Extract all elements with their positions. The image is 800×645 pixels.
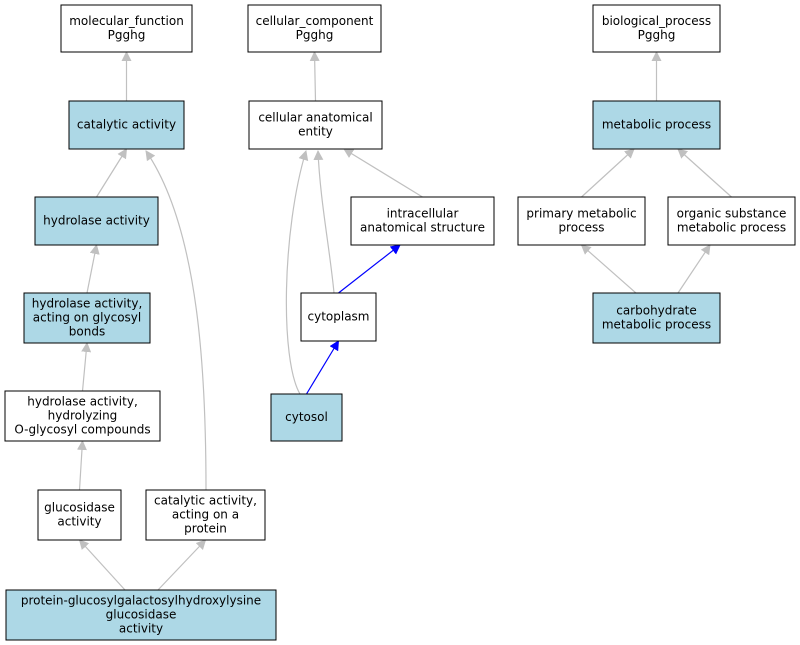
- node-hoc: hydrolase activity,hydrolyzingO-glycosyl…: [4, 390, 161, 442]
- node-label: molecular_function: [69, 14, 184, 28]
- node-box: [37, 489, 122, 541]
- node-label: glucosidase: [106, 608, 177, 622]
- node-box: [145, 489, 266, 541]
- edge-pgg-to-glu: [78, 539, 126, 591]
- node-box: [60, 4, 193, 53]
- node-box: [592, 100, 721, 150]
- node-box: [248, 100, 383, 150]
- node-label: metabolic process: [602, 118, 711, 132]
- node-box: [68, 100, 185, 150]
- node-label: entity: [298, 125, 333, 139]
- edge-hoc-to-hgb: [81, 342, 92, 392]
- node-label: glucosidase: [44, 501, 115, 515]
- node-label: organic substance: [677, 207, 787, 221]
- node-hgb: hydrolase activity,acting on glycosylbon…: [23, 292, 151, 344]
- node-cat: catalytic activity: [68, 100, 185, 150]
- node-label: biological_process: [602, 14, 711, 28]
- node-label: intracellular: [387, 207, 459, 221]
- edge-hgb-to-hyd: [86, 244, 100, 294]
- node-label: acting on glycosyl: [33, 311, 141, 325]
- nodes-layer: molecular_functionPgghgcellular_componen…: [4, 4, 796, 641]
- node-label: activity: [119, 622, 163, 636]
- node-box: [270, 393, 343, 442]
- node-box: [23, 292, 151, 344]
- edges-layer: [76, 51, 732, 591]
- node-box: [592, 4, 721, 53]
- edge-osm-to-met: [677, 148, 732, 198]
- node-box: [4, 390, 161, 442]
- node-label: protein: [184, 522, 227, 536]
- node-label: hydrolase activity: [43, 214, 150, 228]
- node-label: bonds: [69, 325, 105, 339]
- edge-hyd-to-cat: [95, 148, 128, 198]
- node-label: cytosol: [285, 410, 328, 424]
- node-label: acting on a: [172, 508, 239, 522]
- edge-ias-to-cae: [343, 148, 423, 198]
- edge-cyt-to-cae: [313, 150, 335, 294]
- node-label: Pgghg: [638, 28, 676, 42]
- node-label: cellular anatomical: [258, 111, 372, 125]
- edge-cyt-to-ias: [338, 244, 401, 294]
- edge-cys-to-cyt: [305, 340, 340, 395]
- node-label: hydrolase activity,: [27, 395, 138, 409]
- node-box: [300, 292, 377, 342]
- node-pgg: protein-glucosylgalactosylhydroxylysineg…: [5, 589, 277, 641]
- edge-glu-to-hoc: [76, 440, 87, 491]
- node-label: hydrolase activity,: [32, 297, 143, 311]
- edge-cae-to-cc: [309, 51, 320, 102]
- edge-cap-to-cat: [145, 150, 207, 491]
- node-label: anatomical structure: [360, 221, 485, 235]
- node-label: Pgghg: [108, 28, 146, 42]
- node-label: metabolic process: [602, 318, 711, 332]
- edge-pmp-to-met: [581, 148, 635, 198]
- node-label: activity: [57, 515, 101, 529]
- node-hyd: hydrolase activity: [34, 196, 159, 246]
- node-label: primary metabolic: [526, 207, 636, 221]
- node-box: [350, 196, 495, 246]
- node-cys: cytosol: [270, 393, 343, 442]
- node-label: catalytic activity: [77, 118, 176, 132]
- node-label: process: [558, 221, 604, 235]
- node-label: metabolic process: [677, 221, 786, 235]
- edge-cys-to-cae: [285, 150, 309, 395]
- node-box: [517, 196, 646, 246]
- node-label: O-glycosyl compounds: [14, 423, 150, 437]
- edge-cmp-to-pmp: [580, 244, 637, 294]
- node-label: hydrolyzing: [48, 409, 118, 423]
- node-label: catalytic activity,: [154, 494, 257, 508]
- node-label: Pgghg: [296, 28, 334, 42]
- node-label: cellular_component: [256, 14, 374, 28]
- edge-cmp-to-osm: [677, 244, 711, 294]
- node-box: [667, 196, 796, 246]
- node-label: carbohydrate: [616, 304, 697, 318]
- node-met: metabolic process: [592, 100, 721, 150]
- node-label: cytoplasm: [308, 310, 370, 324]
- node-box: [247, 4, 382, 53]
- node-box: [5, 589, 277, 641]
- node-box: [592, 292, 721, 344]
- node-label: protein-glucosylgalactosylhydroxylysine: [21, 594, 261, 608]
- node-box: [34, 196, 159, 246]
- node-cyt: cytoplasm: [300, 292, 377, 342]
- edge-pgg-to-cap: [157, 539, 207, 591]
